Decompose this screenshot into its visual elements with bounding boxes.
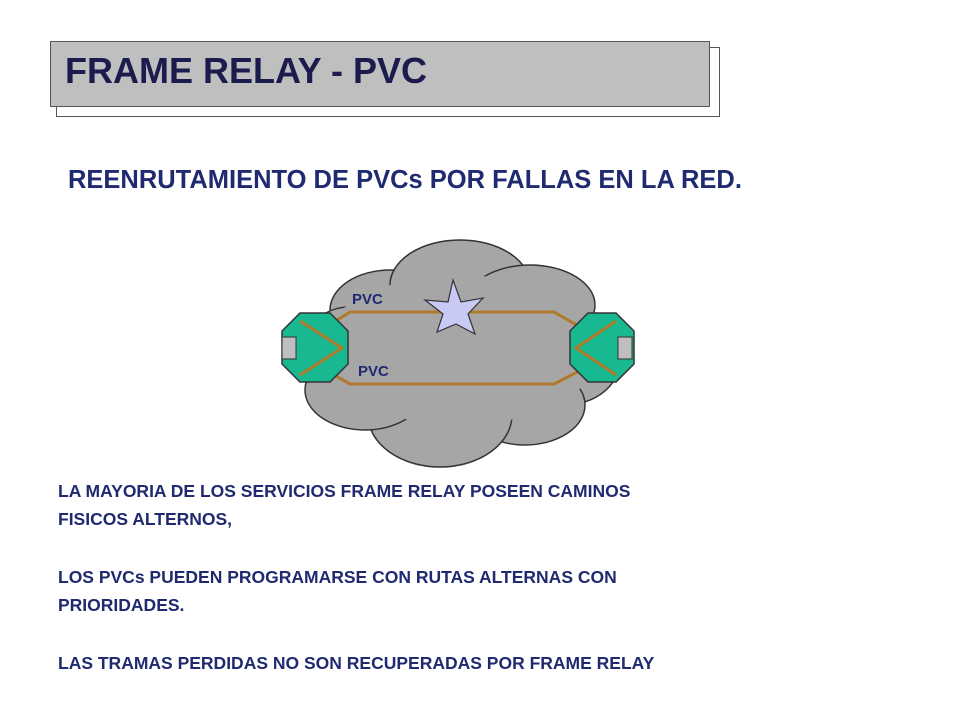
body-line-1: LA MAYORIA DE LOS SERVICIOS FRAME RELAY … [58,481,631,501]
body-line-1b: FISICOS ALTERNOS, [58,509,233,529]
body-line-2: LOS PVCs PUEDEN PROGRAMARSE CON RUTAS AL… [58,567,617,587]
left-node [281,312,349,383]
title-box: FRAME RELAY - PVC [50,41,710,107]
body-line-3: LAS TRAMAS PERDIDAS NO SON RECUPERADAS P… [58,653,655,673]
slide-subtitle: REENRUTAMIENTO DE PVCs POR FALLAS EN LA … [68,166,742,194]
body-line-2b: PRIORIDADES. [58,595,185,615]
pvc-top-label: PVC [352,291,383,308]
failure-star-icon [423,277,485,336]
body-paragraph-3: LAS TRAMAS PERDIDAS NO SON RECUPERADAS P… [58,649,918,677]
slide-title: FRAME RELAY - PVC [65,50,428,91]
network-diagram: PVC PVC [270,230,650,480]
body-paragraph-2: LOS PVCs PUEDEN PROGRAMARSE CON RUTAS AL… [58,563,918,619]
right-node [569,312,635,383]
body-paragraph-1: LA MAYORIA DE LOS SERVICIOS FRAME RELAY … [58,477,918,533]
network-diagram-svg: PVC PVC [281,239,635,468]
pvc-bottom-label: PVC [358,363,389,380]
